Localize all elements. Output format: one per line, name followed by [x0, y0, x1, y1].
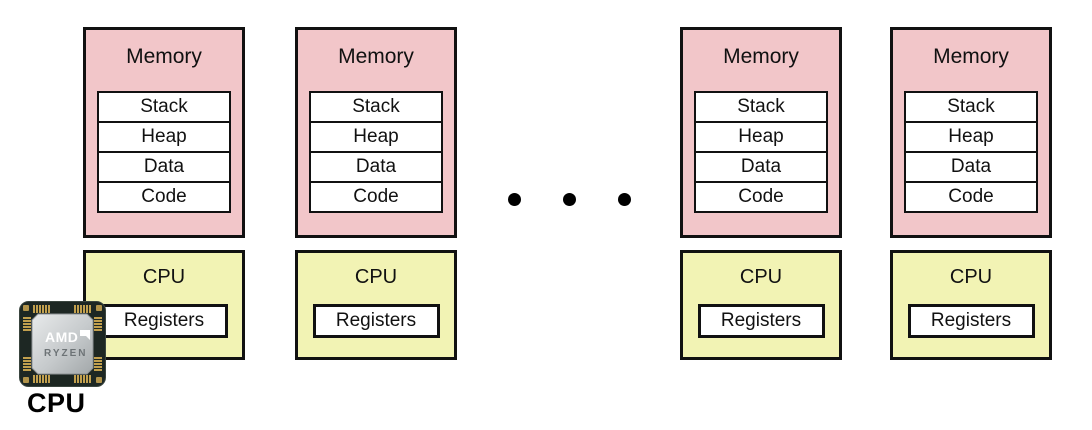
cpu-box: CPU Registers — [680, 250, 842, 360]
cpu-title: CPU — [142, 266, 186, 288]
registers-box: Registers — [697, 304, 825, 338]
cpu-title: CPU — [739, 266, 783, 288]
registers-box: Registers — [100, 304, 228, 338]
segment-stack: Stack — [694, 91, 828, 123]
memory-segments: Stack Heap Data Code — [97, 91, 231, 213]
segment-data: Data — [904, 151, 1038, 183]
segment-code: Code — [904, 181, 1038, 213]
memory-title: Memory — [723, 45, 799, 68]
chip-caption: CPU — [27, 388, 86, 418]
machine-column-4: Memory Stack Heap Data Code CPU Register… — [890, 27, 1052, 360]
ellipsis-dot-icon — [508, 193, 521, 206]
ellipsis-dot-icon — [618, 193, 631, 206]
segment-stack: Stack — [309, 91, 443, 123]
segment-data: Data — [309, 151, 443, 183]
memory-segments: Stack Heap Data Code — [694, 91, 828, 213]
segment-data: Data — [694, 151, 828, 183]
cpu-box: CPU Registers — [83, 250, 245, 360]
segment-data: Data — [97, 151, 231, 183]
ellipsis-dots — [508, 193, 631, 206]
segment-heap: Heap — [309, 121, 443, 153]
segment-heap: Heap — [97, 121, 231, 153]
ellipsis-dot-icon — [563, 193, 576, 206]
cpu-box: CPU Registers — [295, 250, 457, 360]
cpu-title: CPU — [949, 266, 993, 288]
registers-box: Registers — [312, 304, 440, 338]
segment-heap: Heap — [904, 121, 1038, 153]
segment-code: Code — [694, 181, 828, 213]
memory-box: Memory Stack Heap Data Code — [890, 27, 1052, 238]
memory-segments: Stack Heap Data Code — [904, 91, 1038, 213]
machine-column-3: Memory Stack Heap Data Code CPU Register… — [680, 27, 842, 360]
amd-arrow-icon — [80, 330, 90, 340]
memory-segments: Stack Heap Data Code — [309, 91, 443, 213]
memory-box: Memory Stack Heap Data Code — [83, 27, 245, 238]
machine-column-1: Memory Stack Heap Data Code CPU Register… — [83, 27, 245, 360]
cpu-title: CPU — [354, 266, 398, 288]
segment-stack: Stack — [97, 91, 231, 123]
segment-stack: Stack — [904, 91, 1038, 123]
memory-title: Memory — [933, 45, 1009, 68]
memory-box: Memory Stack Heap Data Code — [295, 27, 457, 238]
cpu-chip-icon: AMD RYZEN — [19, 301, 106, 387]
segment-code: Code — [309, 181, 443, 213]
amd-ryzen-chip-image: AMD RYZEN — [19, 301, 106, 387]
registers-box: Registers — [907, 304, 1035, 338]
cpu-box: CPU Registers — [890, 250, 1052, 360]
memory-title: Memory — [126, 45, 202, 68]
segment-heap: Heap — [694, 121, 828, 153]
amd-logo-text: AMD — [45, 329, 78, 345]
ryzen-model-text: RYZEN — [44, 348, 88, 359]
segment-code: Code — [97, 181, 231, 213]
machine-column-2: Memory Stack Heap Data Code CPU Register… — [295, 27, 457, 360]
memory-box: Memory Stack Heap Data Code — [680, 27, 842, 238]
memory-title: Memory — [338, 45, 414, 68]
